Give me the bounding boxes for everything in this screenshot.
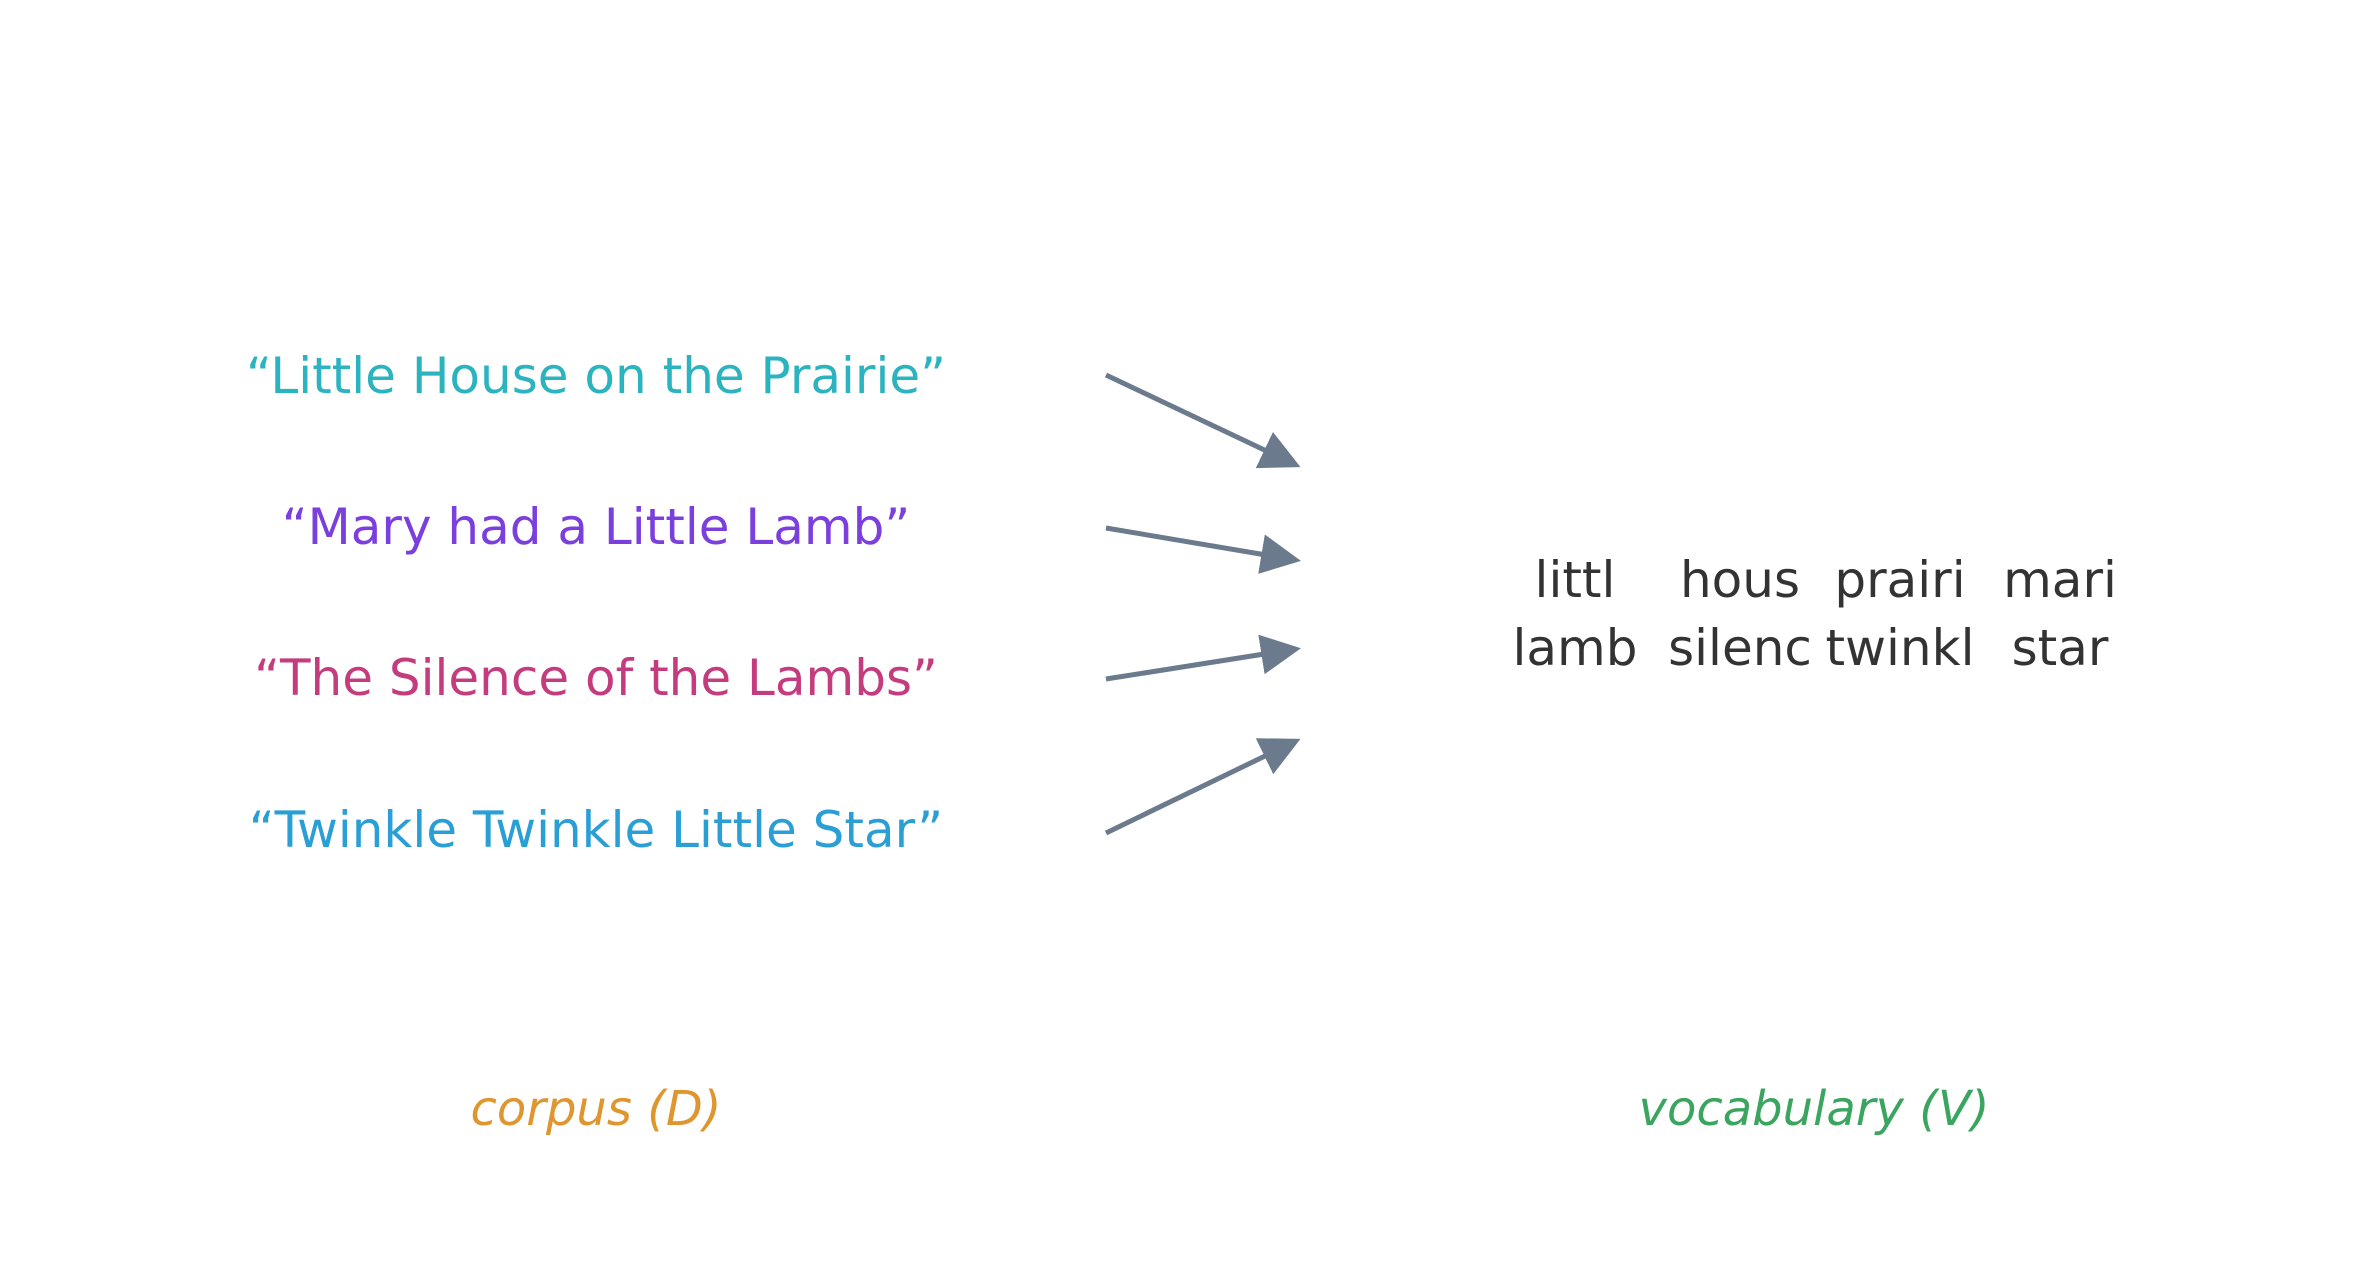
corpus-document-1: “Little House on the Prairie” [245,347,947,405]
arrow-2 [1105,525,1301,574]
vocab-term: mari [2003,551,2117,609]
corpus-label: corpus (D) [470,1081,722,1137]
vocab-term: hous [1679,551,1801,609]
vocab-term: prairi [1834,551,1966,609]
vocab-term: littl [1534,551,1616,609]
corpus-document-2: “Mary had a Little Lamb” [281,498,911,556]
corpus-document-4: “Twinkle Twinkle Little Star” [248,801,944,859]
vocab-term: lamb [1512,619,1638,677]
vocab-term: twinkl [1825,619,1975,677]
vocabulary-label: vocabulary (V) [1638,1081,1990,1137]
vocab-term: star [2011,619,2109,677]
arrow-3 [1105,634,1301,682]
arrow-4 [1104,738,1301,836]
vocab-term: silenc [1668,619,1812,677]
corpus-document-3: “The Silence of the Lambs” [254,649,938,707]
vocabulary-terms: littl hous prairi mari lamb silenc twink… [1490,548,2140,680]
arrow-1 [1104,372,1301,469]
